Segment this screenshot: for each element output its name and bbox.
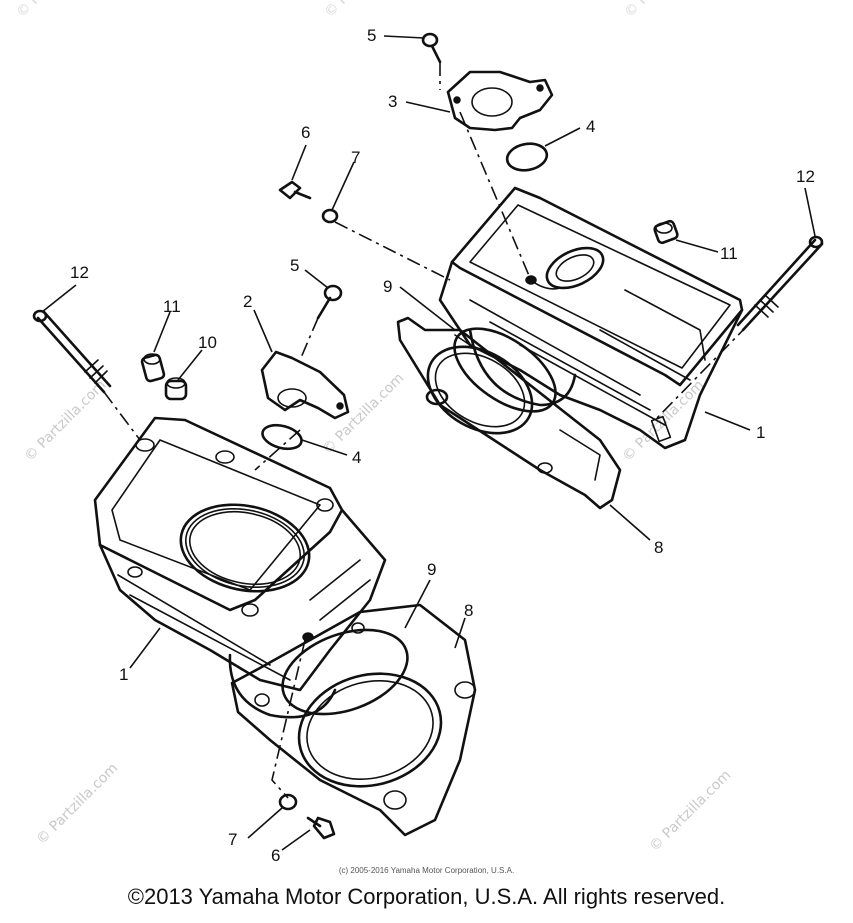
cylinder-rear bbox=[438, 186, 744, 450]
callout-12-left: 12 bbox=[70, 263, 89, 282]
callout-5-top: 5 bbox=[367, 26, 376, 45]
callout-2: 2 bbox=[243, 292, 252, 311]
cylinder-front bbox=[93, 416, 387, 719]
callout-6-bottom: 6 bbox=[271, 846, 280, 865]
watermark-top-mid: © Partzilla.com bbox=[322, 0, 410, 21]
callout-5-mid: 5 bbox=[290, 256, 299, 275]
base-gasket-rear bbox=[396, 316, 622, 510]
callout-11-right: 11 bbox=[720, 244, 738, 263]
callout-7-top: 7 bbox=[351, 148, 360, 167]
dowel-pin-front bbox=[140, 353, 166, 383]
callout-8-bottom: 8 bbox=[464, 601, 473, 620]
callout-4-mid: 4 bbox=[352, 448, 361, 467]
callout-6-top: 6 bbox=[301, 123, 310, 142]
callout-7-bottom: 7 bbox=[228, 830, 237, 849]
stud-bolt-rear bbox=[736, 235, 824, 332]
callout-12-right: 12 bbox=[796, 167, 815, 186]
o-ring-joint-front bbox=[261, 423, 303, 451]
leader-lines bbox=[41, 35, 816, 851]
dowel-front-bottom bbox=[278, 793, 298, 811]
base-gasket-front bbox=[230, 603, 477, 837]
joint-front bbox=[260, 350, 350, 420]
bolt-rear-joint bbox=[421, 32, 442, 64]
callout-3: 3 bbox=[388, 92, 397, 111]
watermark-bottom-left: © Partzilla.com bbox=[34, 760, 122, 848]
callout-1-left: 1 bbox=[119, 665, 128, 684]
callout-9-left: 9 bbox=[427, 560, 436, 579]
o-ring-joint-rear bbox=[505, 142, 549, 172]
callout-8-right: 8 bbox=[654, 538, 663, 557]
watermarks: © Partzilla.com © Partzilla.com © Partzi… bbox=[14, 0, 735, 855]
watermark-mid-left: © Partzilla.com bbox=[22, 377, 110, 465]
joint-rear bbox=[446, 70, 554, 132]
assembly-lines bbox=[103, 62, 749, 799]
dowel-front bbox=[164, 377, 188, 401]
bolt-rear-small bbox=[278, 180, 312, 200]
bolt-front-small bbox=[306, 816, 336, 840]
o-ring-rear bbox=[453, 327, 557, 413]
stud-bolt-front bbox=[32, 309, 112, 394]
dowel-rear bbox=[321, 208, 339, 224]
callout-labels: 5 3 4 6 7 12 11 9 2 5 12 11 10 4 1 8 9 8… bbox=[70, 26, 815, 865]
watermark-top-left: © Partzilla.com bbox=[14, 0, 102, 21]
callout-4-top: 4 bbox=[586, 117, 595, 136]
watermark-top-right: © Partzilla.com bbox=[622, 0, 710, 21]
copyright-notice: ©2013 Yamaha Motor Corporation, U.S.A. A… bbox=[127, 884, 726, 909]
watermark-bottom-right: © Partzilla.com bbox=[647, 767, 735, 855]
callout-11-left: 11 bbox=[163, 297, 181, 316]
small-copyright: (c) 2005-2016 Yamaha Motor Corporation, … bbox=[338, 866, 515, 875]
callout-10: 10 bbox=[198, 333, 217, 352]
callout-1-right: 1 bbox=[756, 423, 765, 442]
dowel-pin-rear bbox=[653, 219, 679, 245]
callout-9-right: 9 bbox=[383, 277, 392, 296]
o-ring-front bbox=[281, 628, 409, 716]
bolt-front-joint bbox=[316, 284, 343, 320]
